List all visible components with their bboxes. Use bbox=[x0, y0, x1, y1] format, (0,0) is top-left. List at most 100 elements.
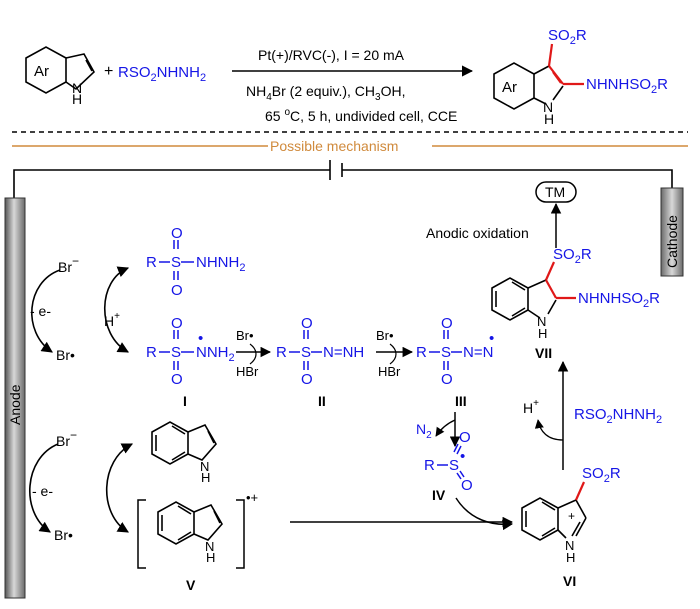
anode-electrode bbox=[4, 197, 26, 599]
indole-n: N bbox=[200, 459, 209, 474]
intermediate-V: N H •+ V bbox=[137, 490, 258, 593]
product-so2r: SO2R bbox=[548, 27, 587, 47]
svg-text:R: R bbox=[146, 254, 157, 271]
svg-text:N=N: N=N bbox=[463, 344, 493, 361]
tm-box bbox=[535, 181, 577, 203]
br-radical-step-2: Br• bbox=[376, 328, 394, 343]
intermediate-III: R S O O N=N • III bbox=[416, 315, 494, 409]
electron-loss-2: - e- bbox=[32, 483, 53, 499]
regen-arc-2 bbox=[105, 443, 134, 533]
svg-text:N: N bbox=[205, 539, 214, 554]
product-n-label: N bbox=[543, 99, 553, 115]
oxidation-arc-2 bbox=[29, 443, 59, 533]
svg-text:H: H bbox=[566, 550, 575, 565]
reactant-aryl-indole bbox=[25, 46, 96, 94]
reactant-n-label: N bbox=[72, 80, 82, 96]
svg-text:N: N bbox=[565, 538, 574, 553]
svg-text:H: H bbox=[538, 326, 547, 341]
svg-text:R: R bbox=[276, 344, 287, 361]
svg-text:O: O bbox=[171, 315, 183, 332]
svg-text:VI: VI bbox=[563, 573, 576, 589]
svg-text:IV: IV bbox=[432, 487, 446, 503]
svg-text:H: H bbox=[206, 550, 215, 565]
product-nh-label: H bbox=[544, 111, 554, 127]
product-nhnhso2r: NHNHSO2R bbox=[586, 76, 668, 96]
bromide-1: Br− bbox=[58, 254, 79, 275]
indole-h: H bbox=[201, 470, 210, 485]
svg-text:SO2R: SO2R bbox=[553, 246, 592, 266]
indole bbox=[151, 421, 217, 465]
svg-text:•+: •+ bbox=[246, 490, 258, 505]
cathode-label: Cathode bbox=[664, 215, 680, 268]
svg-text:O: O bbox=[459, 429, 471, 446]
sulfonyl-hydrazide: R S O O NHNH2 bbox=[146, 225, 245, 299]
step-curve-2 bbox=[389, 343, 397, 365]
condition-line-1: Pt(+)/RVC(-), I = 20 mA bbox=[258, 47, 405, 63]
reactant-nh-label: H bbox=[72, 91, 82, 107]
svg-text:O: O bbox=[171, 371, 183, 388]
svg-text:S: S bbox=[171, 344, 181, 361]
svg-text:O: O bbox=[441, 315, 453, 332]
regen-arc-1 bbox=[103, 266, 130, 353]
bromine-radical-2: Br• bbox=[54, 527, 73, 543]
svg-text:O: O bbox=[301, 315, 313, 332]
product-new-bonds bbox=[547, 43, 584, 86]
svg-text:O: O bbox=[171, 282, 183, 299]
intermediate-I: R S O O NNH2 • I bbox=[146, 315, 235, 409]
intermediate-IV: R S • O O IV bbox=[424, 429, 473, 503]
section-title: Possible mechanism bbox=[270, 138, 398, 154]
svg-text:R: R bbox=[146, 344, 157, 361]
bromide-2: Br− bbox=[56, 428, 77, 449]
proton-label-1: H+ bbox=[104, 311, 120, 329]
svg-text:•: • bbox=[489, 330, 494, 347]
svg-text:NHNH2: NHNH2 bbox=[196, 254, 245, 274]
svg-text:R: R bbox=[416, 344, 427, 361]
product-ar-label: Ar bbox=[502, 79, 517, 96]
oxidation-arc-1 bbox=[31, 269, 61, 353]
svg-text:•: • bbox=[460, 448, 465, 465]
product-n-bond bbox=[552, 85, 564, 101]
condition-line-3: 65 oC, 5 h, undivided cell, CCE bbox=[265, 107, 457, 124]
svg-text:N: N bbox=[537, 314, 546, 329]
svg-text:NHNHSO2R: NHNHSO2R bbox=[578, 290, 660, 310]
svg-text:O: O bbox=[171, 225, 183, 242]
proton-loss-curve bbox=[534, 419, 564, 441]
tm-label: TM bbox=[545, 184, 565, 200]
svg-text:I: I bbox=[183, 393, 187, 409]
n2-label: N2 bbox=[416, 421, 432, 441]
svg-text:•: • bbox=[198, 330, 203, 347]
svg-text:NNH2: NNH2 bbox=[196, 344, 235, 364]
svg-text:+: + bbox=[568, 509, 575, 523]
svg-text:S: S bbox=[171, 254, 181, 271]
intermediate-VII: SO2R NHNHSO2R N H VII bbox=[491, 246, 660, 361]
br-radical-step-1: Br• bbox=[236, 328, 254, 343]
intermediate-VI: SO2R + N H VI bbox=[521, 465, 621, 589]
proton-label-2: H+ bbox=[523, 398, 539, 416]
svg-text:S: S bbox=[441, 344, 451, 361]
svg-text:O: O bbox=[461, 477, 473, 494]
iv-to-vi-arrow bbox=[455, 497, 514, 531]
anodic-oxidation-label: Anodic oxidation bbox=[426, 225, 529, 241]
svg-text:VII: VII bbox=[535, 345, 552, 361]
hbr-step-1: HBr bbox=[236, 364, 259, 379]
plus-sign: + bbox=[104, 63, 113, 80]
hbr-step-2: HBr bbox=[378, 364, 401, 379]
bromine-radical-1: Br• bbox=[56, 347, 75, 363]
svg-text:O: O bbox=[441, 371, 453, 388]
step-curve-1 bbox=[249, 343, 257, 365]
svg-text:SO2R: SO2R bbox=[582, 465, 621, 485]
svg-text:R: R bbox=[424, 457, 435, 474]
svg-text:S: S bbox=[449, 457, 459, 474]
intermediate-II: R S O O N=NH II bbox=[276, 315, 364, 409]
product-aryl-indole bbox=[493, 62, 550, 110]
svg-text:S: S bbox=[301, 344, 311, 361]
anode-label: Anode bbox=[7, 384, 23, 425]
cathode-electrode bbox=[660, 187, 684, 277]
reagent-label-2: RSO2NHNH2 bbox=[574, 406, 662, 426]
circuit-wire bbox=[13, 160, 673, 198]
svg-text:II: II bbox=[318, 393, 326, 409]
n2-curve bbox=[435, 419, 456, 437]
svg-text:V: V bbox=[186, 577, 196, 593]
svg-text:O: O bbox=[301, 371, 313, 388]
